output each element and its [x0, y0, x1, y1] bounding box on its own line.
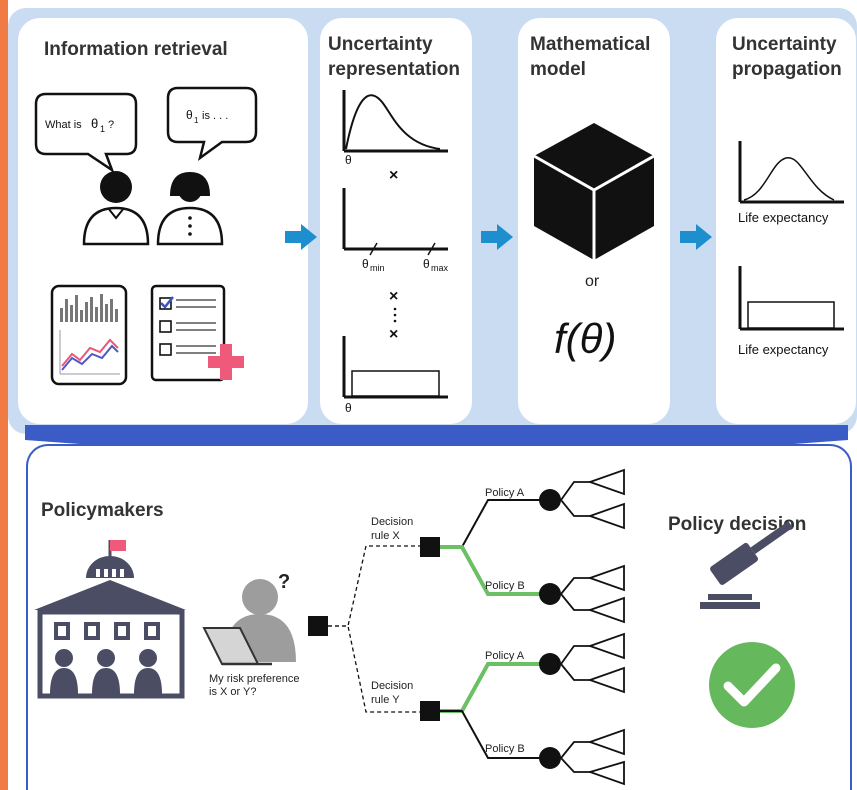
plus-icon [208, 344, 244, 380]
bubble2-sub: 1 [194, 116, 199, 125]
theta-label-bottom: θ [345, 401, 352, 415]
decision-node-x [420, 537, 440, 557]
panel-title-line1: Uncertainty [732, 34, 837, 55]
panel-title-line2: model [530, 59, 586, 80]
arrow-right-icon [481, 224, 513, 250]
chance-node-group [539, 632, 625, 694]
panel-uncertainty-representation: Uncertainty representation θ × θ min θ m… [320, 18, 472, 424]
info-illustration: What is θ 1 ? θ 1 is . . . [34, 86, 258, 386]
speech-bubble-icon [166, 86, 258, 162]
decision-node-y [420, 701, 440, 721]
chance-node-group [539, 728, 625, 786]
cross-icon: × [389, 326, 398, 343]
person-icon [82, 171, 150, 246]
panel-title-line2: representation [328, 59, 460, 80]
bar-chart-icon [50, 284, 128, 386]
panel-title-line1: Mathematical [530, 34, 651, 55]
speech-bubble-icon [34, 92, 138, 174]
theta-max-label: θ [423, 257, 430, 271]
propagation-illustration: Life expectancy Life expectancy [738, 141, 844, 357]
bubble1-end: ? [108, 119, 114, 131]
root-decision-node [308, 616, 328, 636]
chance-node-group [539, 564, 625, 624]
policymakers-label: Policymakers [41, 500, 164, 521]
cross-icon: × [389, 288, 398, 305]
laptop-user-icon [202, 579, 296, 666]
life-expectancy-label-1: Life expectancy [738, 210, 829, 225]
question-mark: ? [278, 571, 290, 593]
theta-label: θ [345, 153, 352, 167]
bubble2-end: is . . . [202, 110, 228, 122]
speech-line1: My risk preference [209, 673, 299, 685]
uncertainty-illustration: θ × θ min θ max × × θ [342, 90, 449, 415]
panel-uncertainty-propagation: Uncertainty propagation Life expectancy … [716, 18, 856, 424]
life-expectancy-label-2: Life expectancy [738, 342, 829, 357]
cube-icon: or f(θ) [533, 123, 655, 362]
arrow-right-icon [680, 224, 712, 250]
rule-y-line1: Decision [371, 680, 413, 692]
bubble1-text: What is [45, 119, 82, 131]
chance-node-group [539, 468, 625, 530]
building-icon [34, 540, 186, 699]
rule-y-line2: rule Y [371, 694, 400, 706]
panel-mathematical-model: Mathematical model or f(θ) [518, 18, 670, 424]
theta-max-sub: max [431, 263, 449, 273]
policy-b1-label: Policy B [485, 580, 525, 592]
orange-edge-strip [0, 0, 8, 790]
theta-min-label: θ [362, 257, 369, 271]
policy-b2-label: Policy B [485, 743, 525, 755]
panel-information-retrieval: Information retrieval What is θ 1 ? θ 1 … [18, 18, 308, 424]
cross-icon: × [389, 167, 398, 184]
arrow-right-icon [285, 224, 317, 250]
policy-decision-label: Policy decision [668, 514, 807, 535]
theta-min-sub: min [370, 263, 385, 273]
panel-title-line2: propagation [732, 59, 842, 80]
rule-x-line1: Decision [371, 516, 413, 528]
gavel-icon [700, 521, 793, 609]
speech-line2: is X or Y? [209, 686, 257, 698]
panel-title-line1: Uncertainty [328, 34, 433, 55]
or-label: or [585, 273, 600, 290]
policy-a2-label: Policy A [485, 650, 525, 662]
panel-title: Information retrieval [44, 39, 228, 60]
formula: f(θ) [554, 315, 616, 362]
checklist-icon [150, 284, 244, 382]
bubble1-symbol: θ [91, 116, 98, 131]
checkmark-icon [709, 642, 795, 728]
person-icon [156, 172, 224, 246]
rule-x-line2: rule X [371, 530, 400, 542]
policy-a1-label: Policy A [485, 487, 525, 499]
bubble2-symbol: θ [186, 108, 193, 122]
bubble1-sub: 1 [100, 124, 105, 134]
